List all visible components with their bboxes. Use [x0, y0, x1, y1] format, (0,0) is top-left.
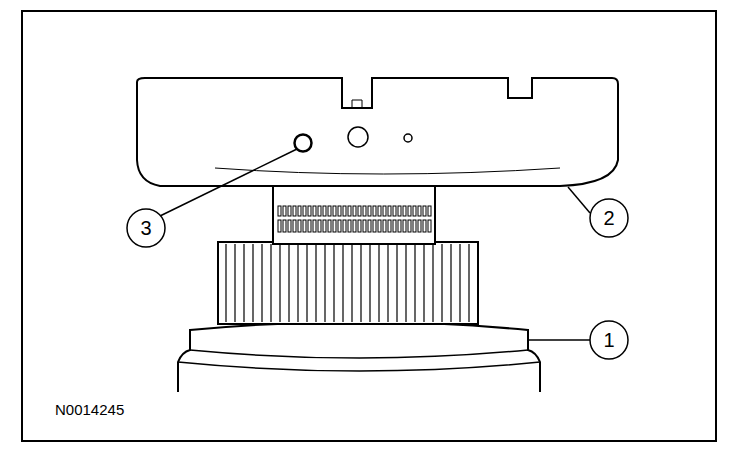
spline-tooth [388, 220, 391, 232]
callout-number: 3 [140, 218, 151, 238]
spline-tooth [369, 244, 370, 322]
spline-tooth [342, 244, 343, 322]
spline-tooth [353, 220, 356, 232]
spline-tooth [432, 244, 433, 322]
spline-tooth [423, 206, 426, 216]
spline-tooth [358, 206, 361, 216]
spline-tooth [398, 206, 401, 216]
spline-tooth [414, 244, 415, 322]
spline-tooth [333, 206, 336, 216]
spline-tooth [270, 244, 271, 322]
spline-tooth [403, 206, 406, 216]
spline-tooth [388, 206, 391, 216]
spline-tooth [343, 220, 346, 232]
spline-tooth [308, 206, 311, 216]
spline-tooth [293, 206, 296, 216]
spline-tooth [450, 244, 451, 322]
callout-number: 1 [603, 330, 614, 350]
spline-tooth [373, 206, 376, 216]
spline-tooth [378, 220, 381, 232]
spline-tooth [378, 244, 379, 322]
spline-tooth [303, 220, 306, 232]
spline-tooth [234, 244, 235, 322]
spline-tooth [333, 220, 336, 232]
spline-tooth [403, 220, 406, 232]
spline-tooth [313, 206, 316, 216]
spline-tooth [324, 244, 325, 322]
spline-tooth [423, 220, 426, 232]
figure-code: N0014245 [55, 402, 124, 417]
spline-tooth [393, 206, 396, 216]
spline-tooth [303, 206, 306, 216]
spline-tooth [441, 244, 442, 322]
spline-tooth [387, 244, 388, 322]
spline-tooth [308, 220, 311, 232]
spline-tooth [368, 206, 371, 216]
spline-tooth [306, 244, 307, 322]
spline-tooth [408, 220, 411, 232]
spline-tooth [338, 206, 341, 216]
callout-number: 2 [603, 208, 614, 228]
spline-tooth [298, 206, 301, 216]
spline-tooth [318, 220, 321, 232]
spline-tooth [288, 220, 291, 232]
spline-tooth [338, 220, 341, 232]
spline-tooth [378, 206, 381, 216]
spline-tooth [328, 206, 331, 216]
spline-tooth [318, 206, 321, 216]
spline-tooth [298, 220, 301, 232]
spline-tooth [423, 244, 424, 322]
spline-tooth [383, 220, 386, 232]
spline-tooth [252, 244, 253, 322]
spline-tooth [468, 244, 469, 322]
spline-tooth [288, 244, 289, 322]
spline-tooth [261, 244, 262, 322]
spline-tooth [348, 220, 351, 232]
spline-tooth [360, 244, 361, 322]
spline-tooth [363, 220, 366, 232]
spline-tooth [278, 220, 281, 232]
spline-tooth [413, 220, 416, 232]
spline-tooth [383, 206, 386, 216]
spline-tooth [428, 220, 431, 232]
spline-tooth [405, 244, 406, 322]
spline-tooth [288, 206, 291, 216]
spline-tooth [225, 244, 226, 322]
spline-tooth [283, 206, 286, 216]
spline-tooth [343, 206, 346, 216]
spline-tooth [418, 220, 421, 232]
spline-tooth [279, 244, 280, 322]
spline-tooth [323, 220, 326, 232]
spline-tooth [351, 244, 352, 322]
spline-tooth [459, 244, 460, 322]
spline-tooth [393, 220, 396, 232]
spline-tooth [348, 206, 351, 216]
spline-tooth [293, 220, 296, 232]
spline-tooth [333, 244, 334, 322]
spline-tooth [428, 206, 431, 216]
spline-tooth [363, 206, 366, 216]
spline-tooth [315, 244, 316, 322]
spline-tooth [413, 206, 416, 216]
spline-tooth [328, 220, 331, 232]
spline-tooth [283, 220, 286, 232]
spline-tooth [418, 206, 421, 216]
spline-tooth [368, 220, 371, 232]
spline-tooth [373, 220, 376, 232]
spline-tooth [408, 206, 411, 216]
spline-tooth [358, 220, 361, 232]
spline-tooth [297, 244, 298, 322]
spline-tooth [353, 206, 356, 216]
spline-tooth [396, 244, 397, 322]
spline-tooth [398, 220, 401, 232]
spline-tooth [323, 206, 326, 216]
spline-tooth [243, 244, 244, 322]
spline-tooth [313, 220, 316, 232]
spline-tooth [278, 206, 281, 216]
